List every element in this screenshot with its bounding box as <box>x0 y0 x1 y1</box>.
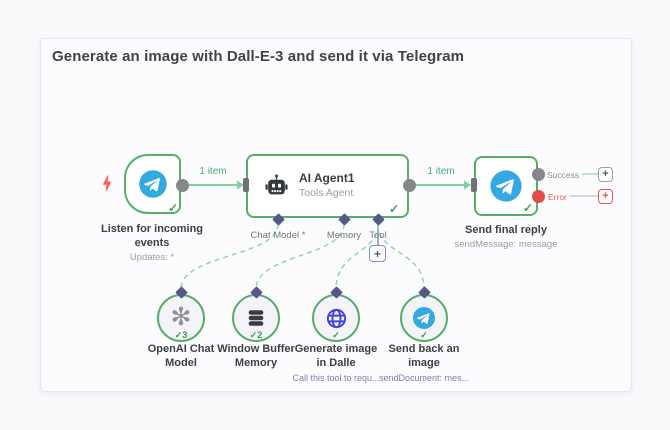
check-icon: ✓ <box>420 330 428 340</box>
check-icon: ✓ <box>332 330 340 340</box>
error-output-label: Error <box>545 192 570 203</box>
port-label-text: Tool <box>369 230 387 241</box>
port-label-text: Chat Model <box>250 230 300 241</box>
runs-badge: ✓2 <box>234 331 278 340</box>
telegram-icon <box>490 170 522 202</box>
node-label: OpenAI Chat Model <box>147 343 215 369</box>
telegram-icon <box>413 307 435 329</box>
runs-badge: ✓3 <box>159 331 203 340</box>
runs-count: 3 <box>182 330 188 340</box>
add-node-error-button[interactable]: + <box>598 189 613 204</box>
node-label: Window Buffer Memory <box>217 343 295 369</box>
node-generate-image-dalle[interactable]: ✓ <box>312 294 360 342</box>
database-icon <box>248 310 264 326</box>
agent-output-connector[interactable] <box>402 178 416 192</box>
workflow-sticky-card[interactable]: Generate an image with Dall-E-3 and send… <box>40 38 632 392</box>
runs-badge: ✓ <box>402 331 446 340</box>
agent-input-connector[interactable] <box>243 178 249 192</box>
add-tool-button[interactable]: + <box>369 245 386 262</box>
agent-node-subtitle: Tools Agent <box>299 186 354 199</box>
node-ai-agent[interactable]: AI Agent1 Tools Agent ✓ <box>246 154 409 218</box>
node-label: Listen for incoming events <box>100 223 204 249</box>
runs-count: 2 <box>257 330 263 340</box>
subnode-caption-openai: OpenAI Chat Model <box>136 343 226 371</box>
reply-node-caption: Send final reply sendMessage: message <box>436 224 576 251</box>
plus-icon: + <box>373 246 381 261</box>
success-output-label: Success <box>544 170 583 181</box>
openai-icon: ✻ <box>170 301 192 331</box>
port-label-tool: Tool <box>333 230 423 241</box>
reply-input-connector[interactable] <box>471 178 477 192</box>
node-success-check-icon: ✓ <box>522 201 533 215</box>
agent-node-title: AI Agent1 <box>299 171 355 186</box>
node-send-final-reply[interactable]: ✓ <box>474 156 538 216</box>
runs-badge: ✓ <box>314 331 358 340</box>
node-success-check-icon: ✓ <box>388 202 399 216</box>
trigger-bolt-icon <box>102 175 112 191</box>
robot-icon <box>265 173 288 194</box>
connection-items-label: 1 item <box>427 166 455 177</box>
node-telegram-trigger[interactable]: ✓ <box>124 154 181 214</box>
plus-icon: + <box>602 168 609 180</box>
node-success-check-icon: ✓ <box>167 201 178 215</box>
workflow-title: Generate an image with Dall-E-3 and send… <box>52 48 465 65</box>
reply-error-connector[interactable] <box>531 189 545 203</box>
subnode-caption-dalle: Generate image in Dalle Call this tool t… <box>291 343 381 384</box>
node-label: Send final reply <box>465 224 547 236</box>
node-subtitle: sendDocument: mes... <box>379 372 470 383</box>
globe-icon <box>326 308 346 328</box>
node-window-buffer-memory[interactable]: ✓2 <box>232 294 280 342</box>
add-node-success-button[interactable]: + <box>598 167 613 182</box>
node-label: Send back an image <box>388 343 460 369</box>
node-send-back-image[interactable]: ✓ <box>400 294 448 342</box>
node-subtitle: Call this tool to requ... <box>292 372 380 383</box>
telegram-icon <box>138 170 167 198</box>
trigger-output-connector[interactable] <box>176 178 189 192</box>
node-label: Generate image in Dalle <box>294 343 378 369</box>
subnode-caption-memory: Window Buffer Memory <box>211 343 301 371</box>
check-icon: ✓ <box>249 330 258 340</box>
check-icon: ✓ <box>174 330 183 340</box>
plus-icon: + <box>602 190 609 202</box>
node-openai-chat-model[interactable]: ✻ ✓3 <box>157 294 205 342</box>
reply-success-connector[interactable] <box>531 167 545 181</box>
subnode-caption-sendback: Send back an image sendDocument: mes... <box>379 343 469 384</box>
trigger-node-caption: Listen for incoming events Updates: * <box>92 223 212 263</box>
connection-items-label: 1 item <box>199 166 227 177</box>
node-subtitle: Updates: * <box>129 251 175 263</box>
node-subtitle: sendMessage: message <box>454 238 558 250</box>
